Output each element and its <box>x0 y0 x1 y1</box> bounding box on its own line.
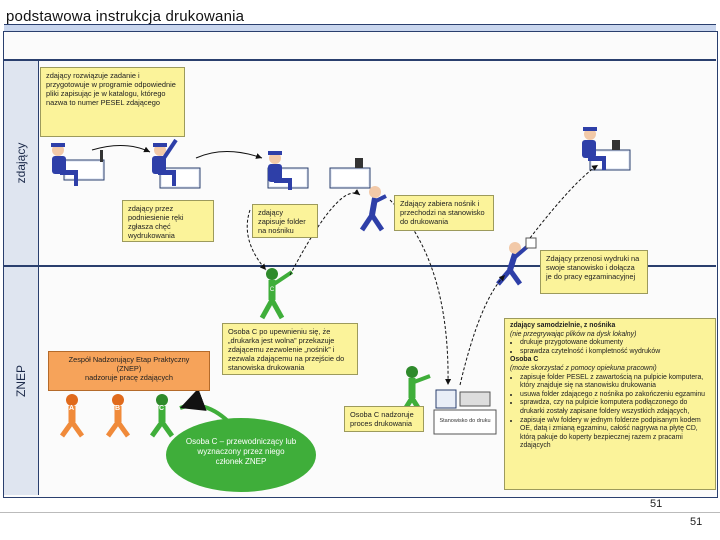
page-number-inner: 51 <box>650 498 663 510</box>
lane-zdajacy: zdający <box>4 60 39 265</box>
step-2-box: zdający przez podniesienie ręki zgłasza … <box>122 200 214 242</box>
student-figure-1 <box>51 143 78 186</box>
osoba-c-figure-1: C <box>259 268 294 320</box>
figure-letter-a: A <box>69 405 75 412</box>
lane-divider <box>4 265 716 267</box>
panel-item: sprawdza, czy na pulpicie komputera podł… <box>520 399 710 416</box>
arrow-2 <box>195 151 263 159</box>
znep-team-line-2: (ZNEP) <box>116 364 142 373</box>
student-figure-3 <box>268 151 292 190</box>
znep-team-box: Zespół Nadzorujący Etap Praktyczny (ZNEP… <box>48 351 210 391</box>
osoba-c-handover-box: Osoba C po upewnieniu się, że „drukarka … <box>222 323 358 375</box>
arrow-3 <box>246 209 267 271</box>
figure-letter-b: B <box>115 405 121 412</box>
znep-team-line-3: nadzoruje pracę zdających <box>85 373 173 382</box>
step-5-box: Zdający przenosi wydruki na swoje stanow… <box>540 250 648 294</box>
svg-text:C: C <box>270 287 275 293</box>
panel-heading-2: Osoba C <box>510 356 539 364</box>
lane-top-divider <box>4 59 716 61</box>
panel-item: zapisuje w/w foldery w jednym folderze p… <box>520 417 710 451</box>
computer-1-icon <box>63 150 105 181</box>
step-1-box: zdający rozwiązuje zadanie i przygotowuj… <box>40 67 185 137</box>
lane-znep: ZNEP <box>4 267 39 495</box>
computer-4-icon <box>329 158 371 189</box>
panel-item: drukuje przygotowane dokumenty <box>520 339 710 348</box>
osoba-c-cloud-text: Osoba C – przewodniczący lub wyznaczony … <box>185 437 297 466</box>
znep-figure-a <box>59 394 85 438</box>
page-number-outer: 51 <box>690 516 703 528</box>
figure-letter-c: C <box>159 405 165 412</box>
arrow-7 <box>529 164 599 239</box>
znep-team-line-1: Zespół Nadzorujący Etap Praktyczny <box>68 355 190 364</box>
printer-station-label: Stanowisko do druku <box>439 418 491 424</box>
panel-item: sprawdza czytelność i kompletność wydruk… <box>520 348 710 357</box>
arrow-6 <box>459 274 506 386</box>
panel-list-1: drukuje przygotowane dokumenty sprawdza … <box>510 339 710 356</box>
panel-heading-1: zdający samodzielnie, z nośnika <box>510 322 616 329</box>
panel-heading-2-note: (może skorzystać z pomocy opiekuna praco… <box>510 364 657 372</box>
panel-item: zapisuje folder PESEL z zawartością na p… <box>520 374 710 391</box>
student-figure-4-walking <box>359 186 387 232</box>
step-4-box: Zdający zabiera nośnik i przechodzi na s… <box>394 195 494 231</box>
znep-figure-c <box>149 394 175 438</box>
student-figure-5-walking <box>496 237 537 286</box>
student-figure-6 <box>582 127 606 170</box>
znep-figure-b <box>105 394 131 438</box>
panel-item: usuwa folder zdającego z nośnika po zako… <box>520 391 710 400</box>
header-bar <box>4 24 716 33</box>
step-3-box: zdający zapisuje folder na nośniku <box>252 204 318 238</box>
arrow-1 <box>91 145 151 153</box>
printer-station-icon <box>433 389 497 435</box>
arrow-4 <box>289 189 361 276</box>
page-title: podstawowa instrukcja drukowania <box>6 8 245 25</box>
student-figure-2 <box>152 138 178 186</box>
panel-heading-1-note: (nie przegrywając plików na dysk lokalny… <box>510 330 637 338</box>
osoba-c-supervise-box: Osoba C nadzoruje proces drukowania <box>344 406 424 432</box>
footer-divider <box>0 512 720 513</box>
instructions-panel: zdający samodzielnie, z nośnika (nie prz… <box>504 318 716 490</box>
panel-list-2: zapisuje folder PESEL z zawartością na p… <box>510 374 710 451</box>
osoba-c-cloud: Osoba C – przewodniczący lub wyznaczony … <box>166 418 316 492</box>
